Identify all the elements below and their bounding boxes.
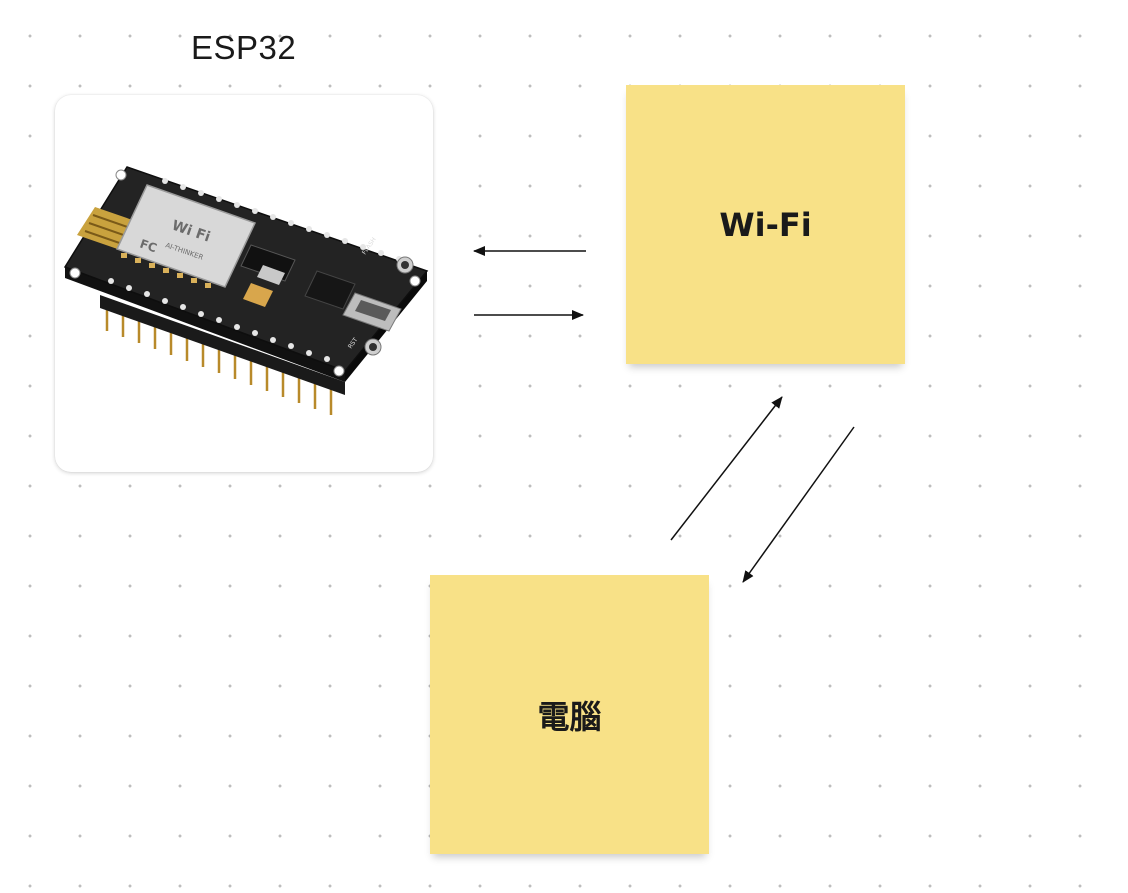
- computer-sticky-note[interactable]: 電腦: [430, 575, 709, 854]
- esp32-label: ESP32: [191, 29, 297, 66]
- esp32-board-image: Wi Fi AI-THINKER FC FLASH RST: [63, 166, 429, 415]
- arrow-computer-to-wifi[interactable]: [670, 396, 783, 541]
- header-pins: [105, 305, 333, 415]
- wifi-sticky-note[interactable]: Wi-Fi: [626, 85, 905, 364]
- wifi-label: Wi-Fi: [719, 205, 812, 244]
- arrow-wifi-to-computer[interactable]: [742, 426, 855, 583]
- esp32-image-card[interactable]: Wi Fi AI-THINKER FC FLASH RST: [55, 95, 433, 472]
- fc-mark-text: FC: [138, 237, 159, 256]
- computer-label: 電腦: [537, 697, 602, 736]
